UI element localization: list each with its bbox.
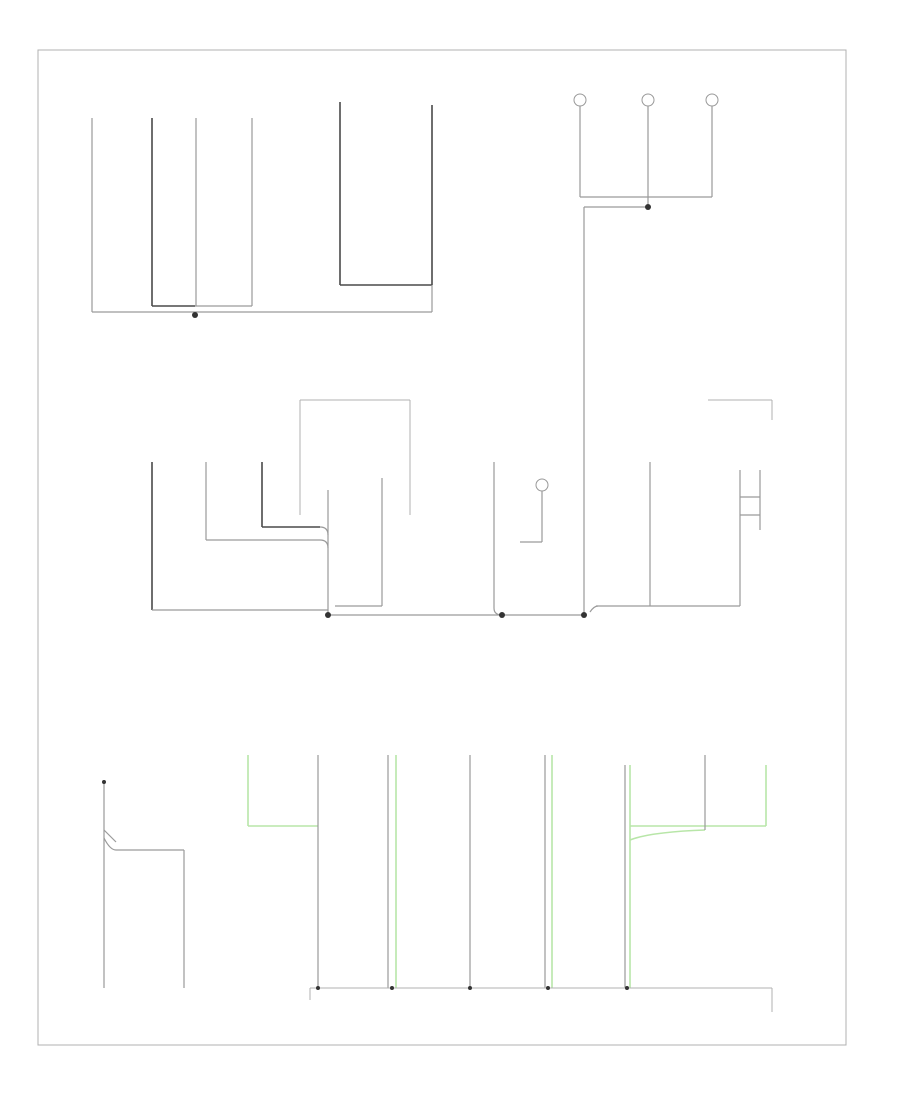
middle-center-ground-splice bbox=[499, 612, 505, 618]
connector-pin-5 bbox=[625, 986, 629, 990]
middle-ground-section bbox=[151, 399, 773, 618]
top-left-ground-splice bbox=[192, 312, 198, 318]
center-lamp-icon bbox=[705, 93, 719, 107]
battery-ground-node bbox=[102, 780, 106, 784]
connector-pin-2 bbox=[390, 986, 394, 990]
connector-pin-1 bbox=[316, 986, 320, 990]
lamp-icon bbox=[535, 478, 549, 492]
middle-right-ground-splice bbox=[581, 612, 587, 618]
left-lamp-icon bbox=[573, 93, 587, 107]
middle-left-ground-splice bbox=[325, 612, 331, 618]
bottom-ground-section bbox=[102, 755, 773, 1012]
right-lamp-icon bbox=[641, 93, 655, 107]
top-ground-section bbox=[91, 93, 719, 612]
top-right-ground-splice bbox=[645, 204, 651, 210]
connector-pin-3 bbox=[468, 986, 472, 990]
diagram-frame bbox=[37, 49, 847, 1046]
connector-pin-4 bbox=[546, 986, 550, 990]
